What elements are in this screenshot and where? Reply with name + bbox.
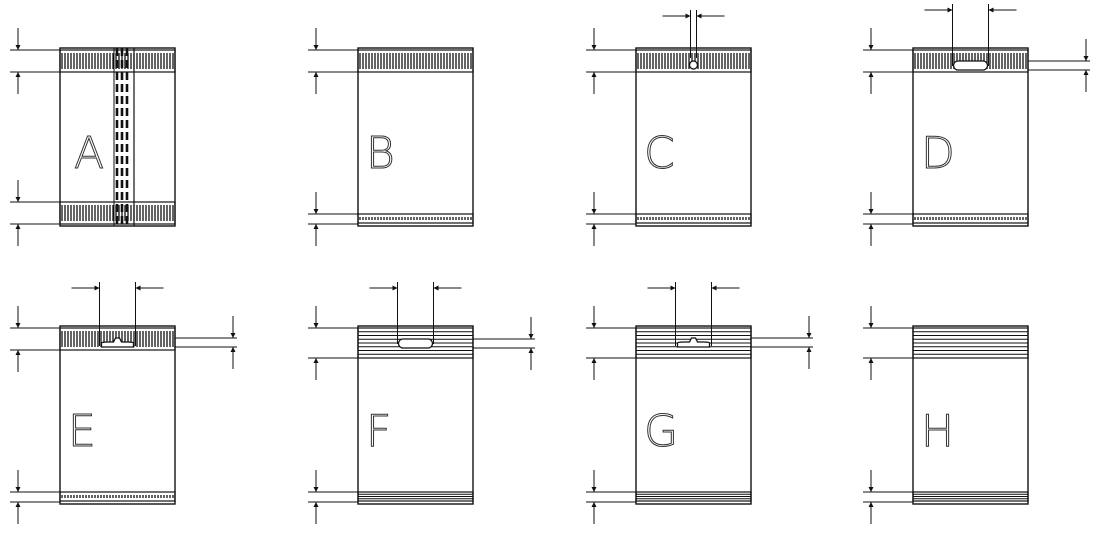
center-seal-stripes	[113, 48, 135, 226]
bag-outline	[912, 47, 1029, 227]
bag-outline	[357, 47, 474, 227]
panel-label: G	[644, 406, 678, 457]
bottom-band-dimension	[308, 470, 358, 524]
top-band-dimension	[10, 306, 60, 372]
bag-panel: C	[586, 10, 752, 246]
bag-panel: D	[863, 4, 1090, 246]
bottom-band-dimension	[863, 192, 913, 246]
bag-panel: F	[308, 282, 535, 524]
top-band-dimension	[10, 28, 60, 94]
hole-width-dimension	[647, 282, 740, 346]
panel-label: F	[366, 406, 391, 457]
top-band-dimension	[863, 28, 913, 94]
bottom-seal-band	[912, 491, 1029, 502]
bag-panel: B	[308, 28, 474, 246]
hole-height-dimension	[473, 317, 535, 370]
bottom-band-dimension	[10, 470, 60, 524]
hole-height-dimension	[175, 316, 237, 369]
bag-panel: H	[863, 306, 1029, 524]
hole-height-dimension	[1028, 39, 1090, 92]
top-band-dimension	[586, 306, 636, 380]
hole-width-dimension	[369, 282, 462, 344]
hole-width-dimension	[71, 282, 164, 346]
hole-width-dimension	[924, 4, 1017, 66]
top-band-dimension	[586, 28, 636, 94]
bag-outline	[357, 325, 474, 505]
hole-width-dimension	[662, 10, 725, 58]
oval-hang-hole	[397, 338, 434, 349]
bag-outline	[912, 325, 1029, 505]
top-seal-band	[912, 327, 1029, 359]
panel-label: C	[644, 128, 675, 179]
oval-hang-hole	[952, 60, 989, 71]
bottom-band-dimension	[586, 470, 636, 524]
bottom-seal-band	[357, 213, 474, 224]
bag-outline	[59, 325, 176, 505]
hole-height-dimension	[751, 316, 813, 369]
panel-label: H	[921, 406, 954, 457]
top-seal-band	[59, 327, 176, 351]
panel-label: A	[74, 128, 104, 179]
bottom-seal-band	[635, 491, 752, 502]
round-hang-hole	[688, 60, 699, 70]
top-band-dimension	[308, 28, 358, 94]
bag-panel: E	[10, 282, 237, 524]
bag-outline	[635, 47, 752, 227]
bottom-seal-band	[357, 491, 474, 502]
top-seal-band	[635, 49, 752, 73]
euro-hang-hole	[100, 337, 135, 348]
euro-hang-hole	[676, 337, 711, 348]
bag-panel: A	[10, 28, 176, 246]
bottom-band-dimension	[308, 192, 358, 246]
bottom-band-dimension	[586, 192, 636, 246]
panel-label: E	[68, 406, 96, 457]
panel-label: D	[921, 128, 955, 179]
bag-outline	[635, 325, 752, 505]
panel-label: B	[366, 128, 395, 179]
bag-panel: G	[586, 282, 813, 524]
bottom-band-dimension	[10, 180, 60, 246]
bottom-seal-band	[635, 213, 752, 224]
bottom-band-dimension	[863, 470, 913, 524]
top-band-dimension	[308, 306, 358, 380]
top-seal-band	[357, 49, 474, 73]
bottom-seal-band	[912, 213, 1029, 224]
top-band-dimension	[863, 306, 913, 380]
bottom-seal-band	[59, 491, 176, 502]
